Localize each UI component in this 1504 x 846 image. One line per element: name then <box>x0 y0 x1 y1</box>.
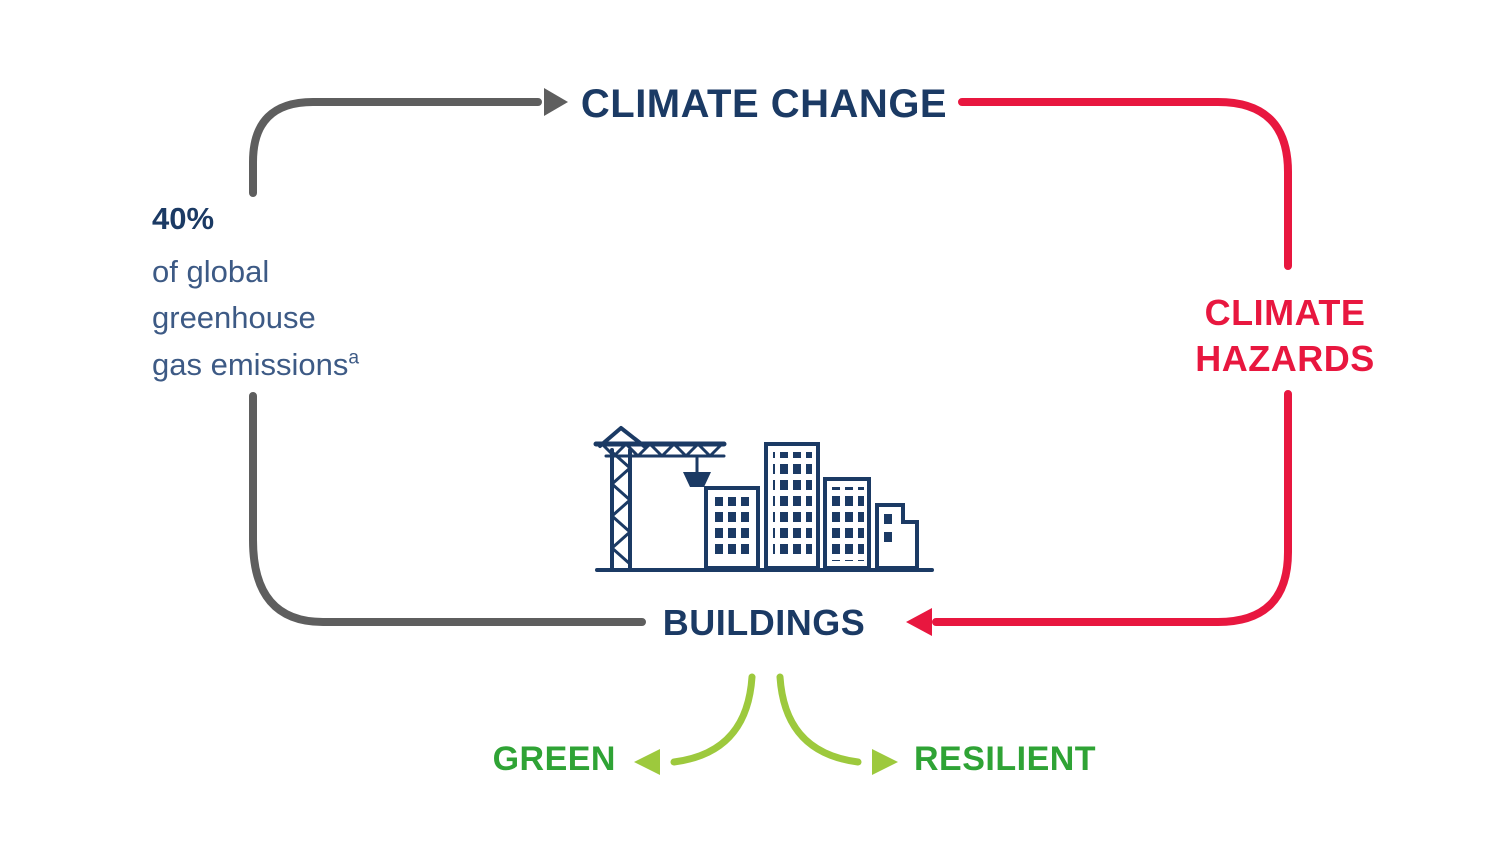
climate-hazards-line1: CLIMATE <box>1204 292 1366 333</box>
arrowhead-green-left-icon <box>634 749 660 775</box>
arrowhead-into-buildings-icon <box>906 608 932 636</box>
buildings-label: BUILDINGS <box>662 602 866 643</box>
flow-line-red-upper <box>958 98 1292 270</box>
emissions-stat: 40% of global greenhouse gas emissionsa <box>152 196 472 388</box>
flow-line-red-lower <box>932 390 1292 626</box>
emissions-stat-line3: gas emissions <box>152 346 349 382</box>
arrowhead-into-climate-change-icon <box>544 88 568 116</box>
climate-change-label: CLIMATE CHANGE <box>580 82 948 126</box>
emissions-stat-line2: greenhouse <box>152 300 316 335</box>
building-1 <box>704 486 760 570</box>
flow-line-gray-bottom <box>249 392 646 626</box>
buildings-icon <box>593 426 934 572</box>
flow-line-gray-top <box>249 98 542 197</box>
emissions-stat-line1: of global <box>152 253 270 289</box>
green-curve-right <box>776 673 862 766</box>
green-curve-left <box>670 673 756 766</box>
emissions-stat-footnote-marker: a <box>348 347 360 369</box>
crane-icon <box>593 426 727 570</box>
building-3 <box>823 477 871 570</box>
emissions-stat-value: 40% <box>152 201 215 236</box>
green-label: GREEN <box>492 740 616 778</box>
building-2 <box>764 442 820 570</box>
resilient-label: RESILIENT <box>914 740 1097 778</box>
climate-hazards-label: CLIMATE HAZARDS <box>1130 290 1440 382</box>
climate-hazards-line2: HAZARDS <box>1195 338 1375 380</box>
arrowhead-green-right-icon <box>872 749 898 775</box>
building-4 <box>875 503 919 570</box>
